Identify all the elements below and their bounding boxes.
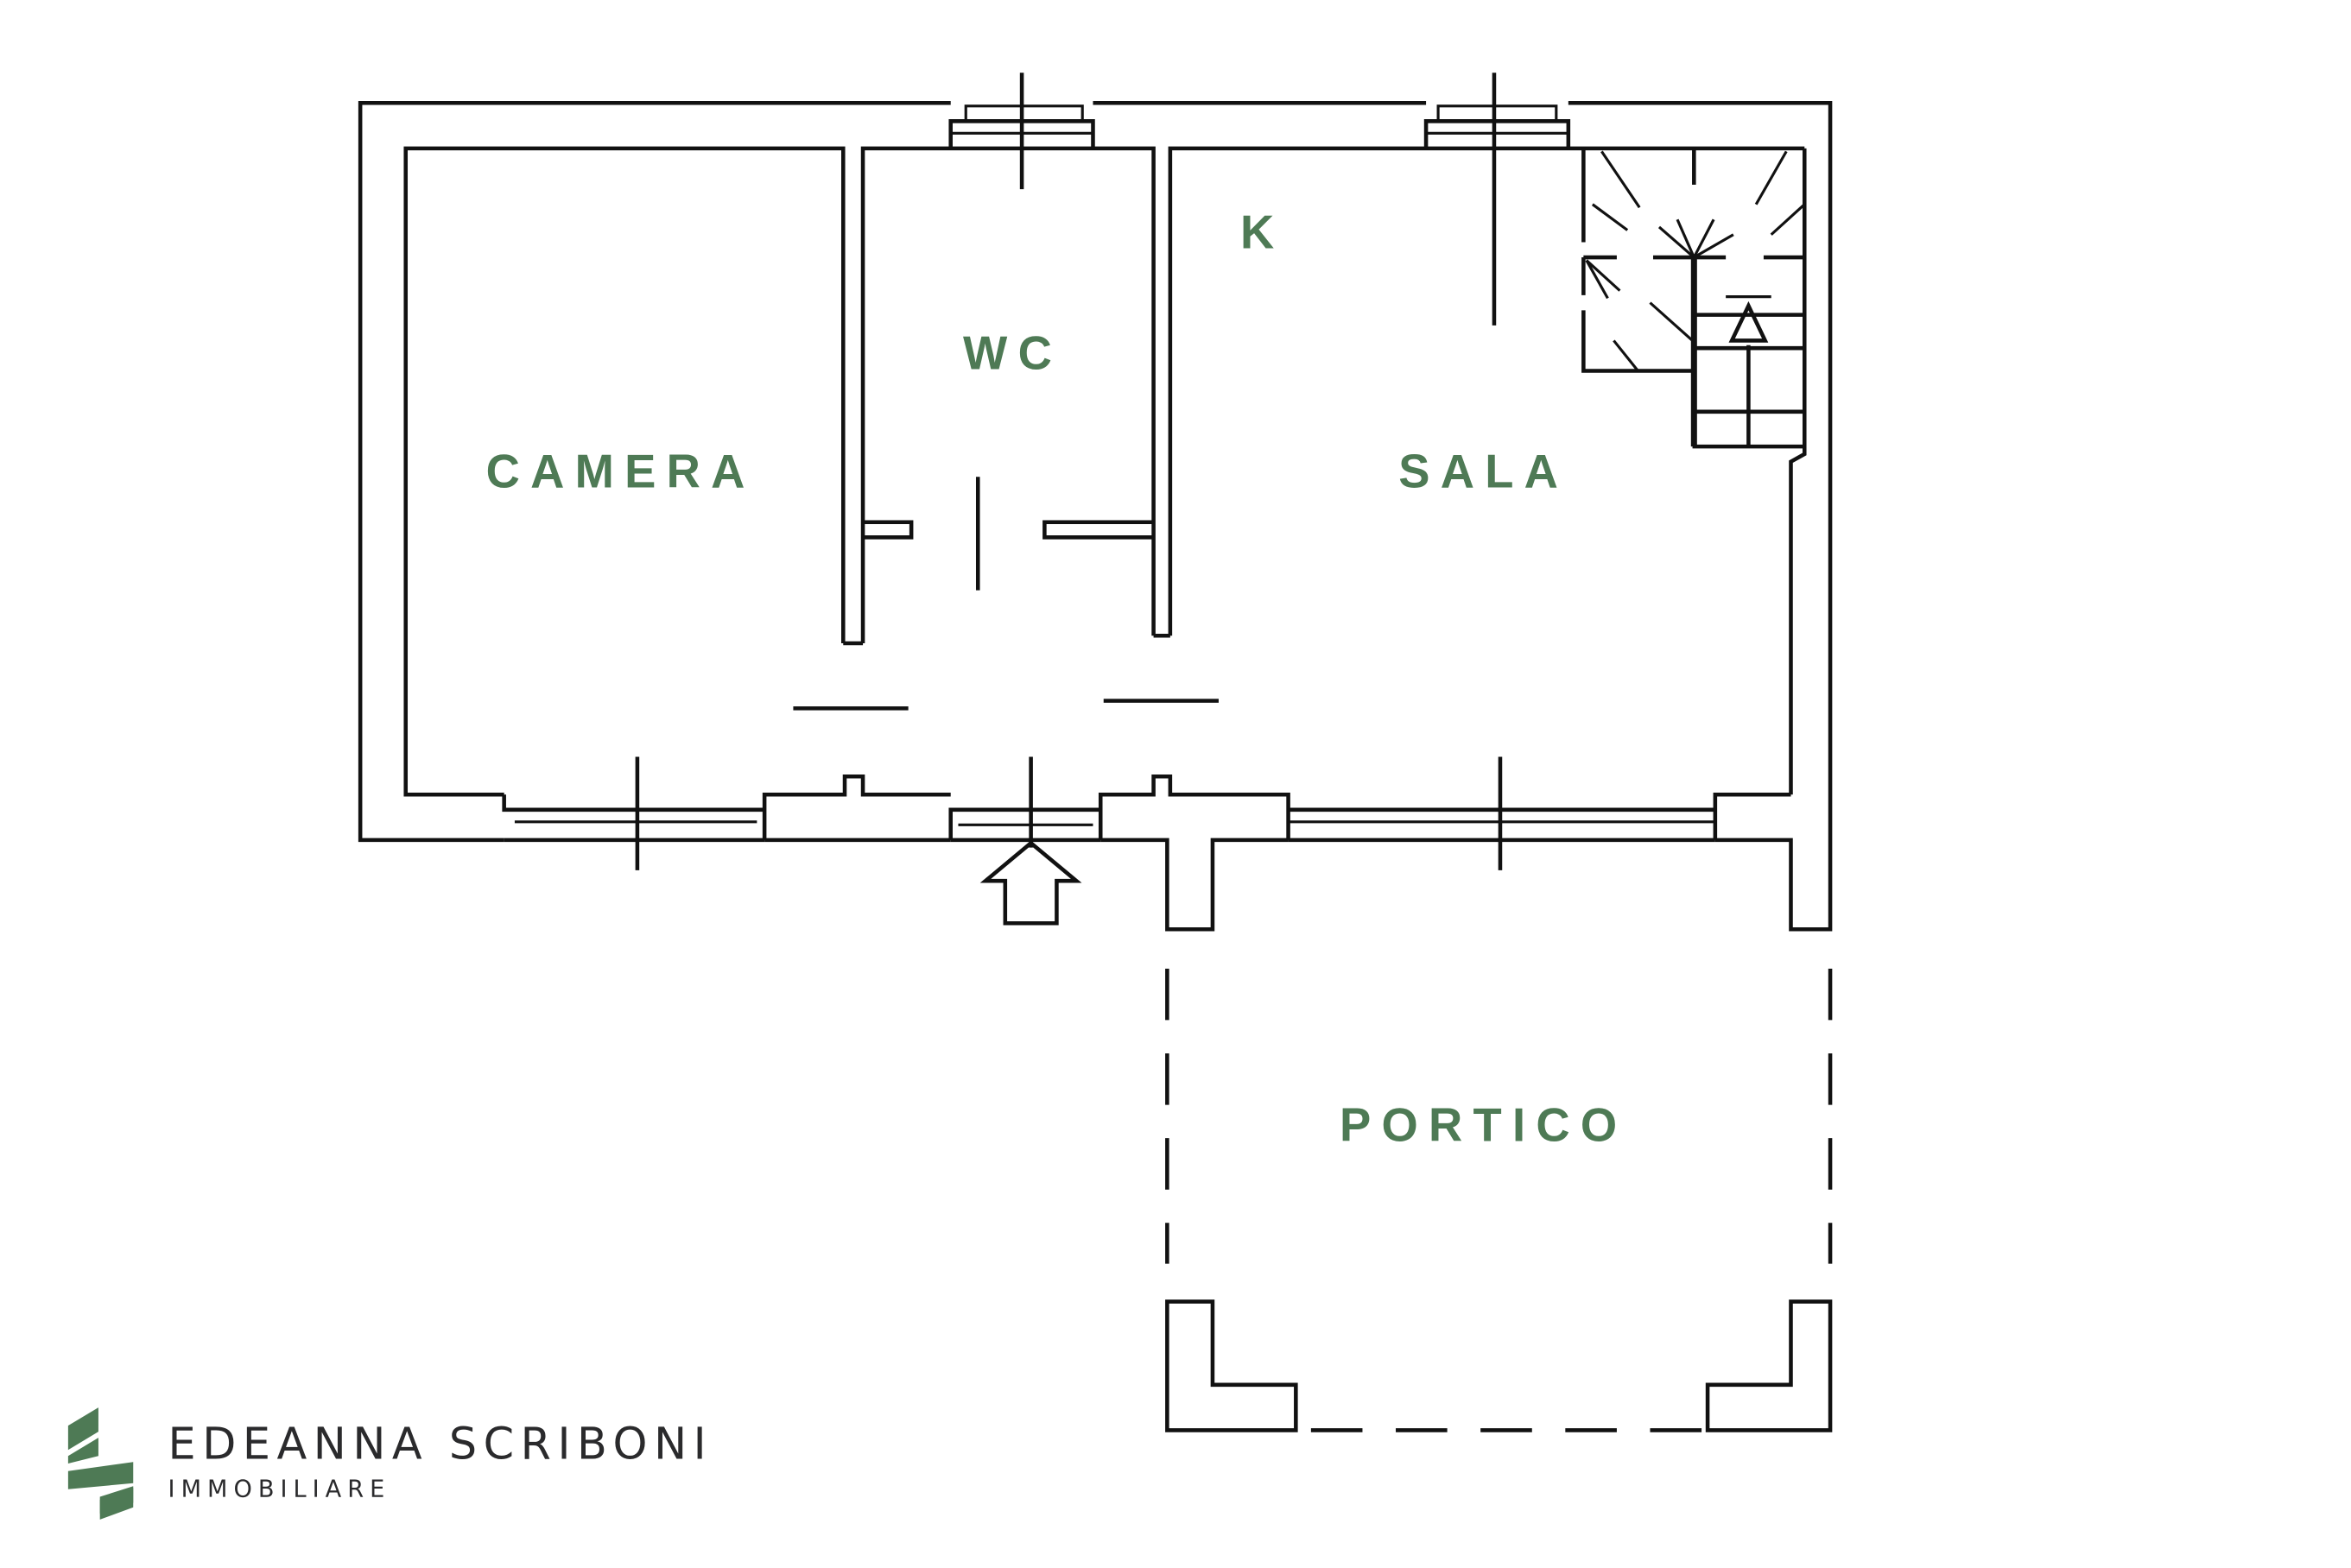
room-label-portico: PORTICO [1340,1099,1627,1152]
room-label-sala: SALA [1398,445,1568,497]
room-label-camera: CAMERA [486,445,756,497]
room-label-wc: WC [963,327,1062,380]
portico-outline [1165,968,1833,1432]
staircase [1581,148,1806,449]
room-labels: CAMERA WC K SALA PORTICO [486,206,1627,1152]
room-label-kitchen: K [1240,206,1285,259]
walls [358,100,1833,932]
entrance-arrow-icon [979,840,1082,926]
windows [502,73,1715,870]
brand-name: EDEANNA SCRIBONI [168,1419,713,1470]
brand-tagline: IMMOBILIARE [168,1476,391,1503]
brand-logo: EDEANNA SCRIBONI IMMOBILIARE [67,1407,713,1520]
logo-mark-icon [67,1407,134,1520]
